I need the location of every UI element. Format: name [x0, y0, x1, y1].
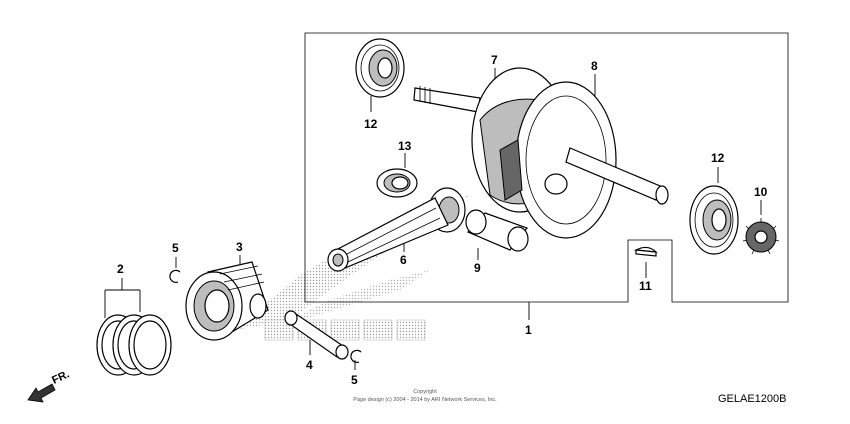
callout-3: 3 — [236, 240, 243, 254]
callout-11: 11 — [639, 279, 652, 293]
piston-pin-clip-right — [350, 349, 362, 363]
piston — [185, 261, 269, 341]
callout-1: 1 — [525, 323, 532, 337]
piston-pin-clip-left — [169, 269, 181, 283]
callout-10: 10 — [754, 185, 768, 199]
callout-13: 13 — [398, 139, 412, 153]
piston-rings — [96, 314, 172, 376]
honda-logo-watermark — [264, 319, 426, 341]
timing-sprocket — [742, 218, 780, 255]
callout-5-upper: 5 — [172, 241, 179, 255]
woodruff-key — [633, 246, 658, 257]
front-direction-label: FR. — [50, 368, 71, 386]
copyright-line-1: Copyright — [413, 389, 437, 395]
copyright-line-2: Page design (c) 2004 - 2014 by ARI Netwo… — [353, 397, 497, 403]
front-direction-arrow: FR. — [27, 368, 71, 403]
crankshaft — [413, 67, 669, 239]
callout-12-lower: 12 — [711, 151, 725, 165]
crank-pin — [465, 209, 529, 252]
assembly-boundary — [304, 32, 789, 303]
ball-bearing-lower — [689, 185, 739, 255]
callout-12-upper: 12 — [364, 117, 378, 131]
callout-5-lower: 5 — [351, 373, 358, 387]
callout-8: 8 — [591, 59, 598, 73]
ball-bearing-upper — [355, 38, 405, 98]
callout-7: 7 — [491, 53, 498, 67]
needle-bearing — [376, 168, 418, 198]
connecting-rod — [327, 187, 466, 272]
piston-pin — [284, 310, 349, 360]
callout-6: 6 — [400, 253, 407, 267]
callout-2: 2 — [117, 262, 124, 276]
callout-9: 9 — [474, 261, 481, 275]
callout-4: 4 — [306, 358, 313, 372]
diagram-code: GELAE1200B — [718, 393, 787, 405]
